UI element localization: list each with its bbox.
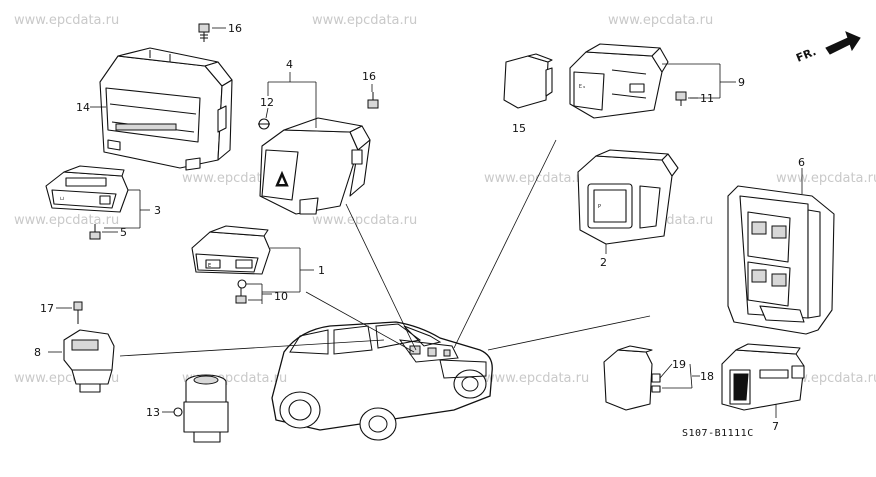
callout-18: 18 — [700, 370, 714, 383]
part-8-switch[interactable] — [63, 329, 115, 393]
watermark: www.epcdata.ru — [14, 13, 119, 28]
part-11-screw[interactable] — [675, 91, 687, 106]
watermark: www.epcdata.ru — [776, 171, 876, 186]
part-16-screw-top[interactable] — [198, 23, 210, 42]
callout-4: 4 — [286, 58, 293, 71]
callout-16: 16 — [362, 70, 376, 83]
watermark: www.epcdata.ru — [608, 13, 713, 28]
part-13-knob-switch[interactable] — [173, 374, 229, 443]
part-2-button-switch[interactable]: P — [577, 149, 679, 245]
callout-16: 16 — [228, 22, 242, 35]
svg-text:Ｅ₉: Ｅ₉ — [578, 84, 585, 90]
watermark: www.epcdata.ru — [312, 213, 417, 228]
part-5-screw[interactable] — [89, 224, 101, 240]
part-14-display-housing[interactable] — [99, 47, 233, 171]
leader-lines — [119, 139, 651, 357]
callout-9: 9 — [738, 76, 745, 89]
part-9-switch[interactable]: Ｅ₉ — [569, 43, 669, 119]
callout-10: 10 — [274, 290, 288, 303]
watermark: www.epcdata.ru — [312, 13, 417, 28]
part-12-clip[interactable] — [258, 118, 270, 130]
part-15-blank-cover[interactable] — [503, 53, 553, 109]
diagram-code: S107-B1111C — [682, 428, 754, 439]
part-17-screw[interactable] — [73, 301, 83, 324]
part-6-window-switch[interactable] — [727, 185, 835, 335]
part-18-blank-cover[interactable] — [603, 345, 661, 411]
callout-7: 7 — [772, 420, 779, 433]
svg-text:⊔: ⊔ — [60, 196, 64, 202]
svg-text:E: E — [208, 263, 211, 269]
front-arrow-icon: FR. — [794, 31, 861, 65]
callout-1: 1 — [318, 264, 325, 277]
callout-3: 3 — [154, 204, 161, 217]
svg-text:P: P — [598, 204, 601, 210]
part-3-switch[interactable]: ⊔ — [45, 165, 129, 213]
callout-15: 15 — [512, 122, 526, 135]
watermark: www.epcdata.ru — [484, 371, 589, 386]
callout-8: 8 — [34, 346, 41, 359]
orientation-label: FR. — [794, 45, 818, 65]
part-16-screw-mid[interactable] — [367, 92, 379, 109]
part-10-fastener[interactable] — [235, 279, 247, 304]
suv-vehicle-icon — [271, 321, 493, 441]
callout-11: 11 — [700, 92, 714, 105]
callout-14: 14 — [76, 101, 90, 114]
callout-13: 13 — [146, 406, 160, 419]
watermark: www.epcdata.ru — [14, 213, 119, 228]
callout-19: 19 — [672, 358, 686, 371]
callout-6: 6 — [798, 156, 805, 169]
callout-2: 2 — [600, 256, 607, 269]
part-1-switch[interactable]: E — [191, 225, 271, 275]
callout-12: 12 — [260, 96, 274, 109]
part-4-hazard-switch[interactable] — [259, 117, 371, 215]
watermark: www.epcdata.ru — [484, 171, 589, 186]
callout-5: 5 — [120, 226, 127, 239]
callout-17: 17 — [40, 302, 54, 315]
part-7-switch[interactable] — [721, 343, 805, 411]
